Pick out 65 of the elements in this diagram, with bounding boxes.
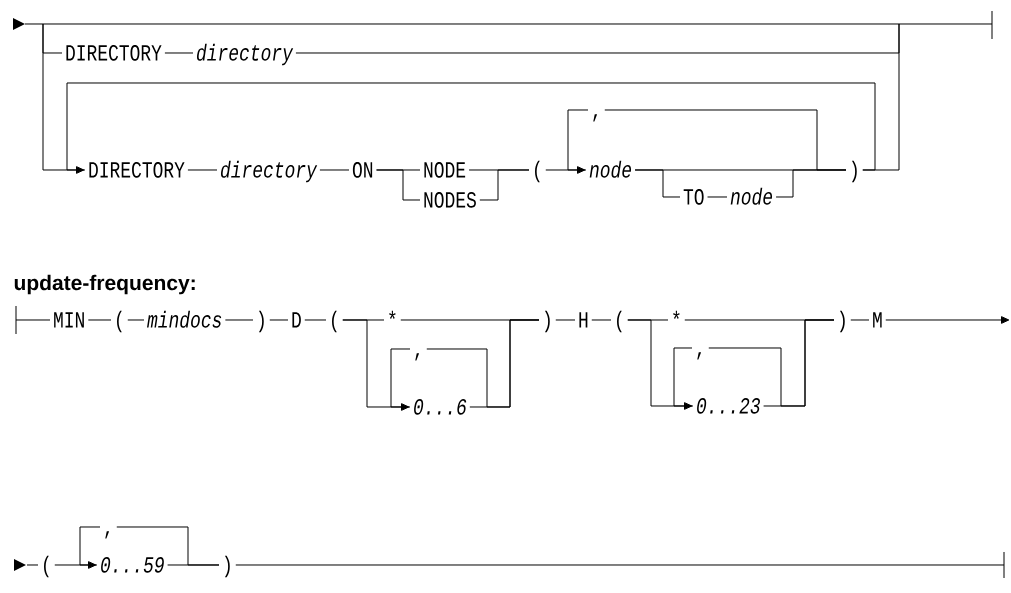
variable: node: [589, 160, 632, 178]
symbol: *: [673, 310, 680, 319]
symbol: (: [44, 555, 49, 578]
keyword: NODE: [424, 162, 466, 178]
symbol: *: [389, 310, 396, 319]
variable: directory: [221, 160, 318, 183]
variable: directory: [197, 43, 294, 66]
track-line: [376, 169, 421, 201]
track-line: [342, 319, 411, 408]
variable: 0...6: [414, 399, 467, 415]
symbol: ): [851, 160, 857, 183]
repeat-arrow: [79, 526, 101, 569]
symbol: (: [117, 310, 122, 333]
track-line: [187, 169, 218, 171]
track-line: [479, 169, 530, 201]
track-line: [604, 109, 847, 171]
symbol: ,: [697, 352, 702, 360]
track-line: [708, 319, 835, 407]
repeat-arrow: [567, 109, 589, 174]
repeat-arrow: [390, 348, 411, 411]
keyword: TO: [683, 189, 704, 205]
symbol: (: [332, 310, 337, 333]
keyword: MIN: [54, 312, 84, 328]
symbol: ,: [105, 531, 110, 539]
variable: 0...23: [697, 398, 760, 414]
symbol: ): [258, 310, 264, 333]
variable: 0...59: [101, 557, 164, 573]
symbol: ,: [593, 114, 598, 122]
symbol: ): [839, 310, 845, 333]
keyword: NODES: [424, 192, 476, 208]
track-line: [87, 319, 112, 321]
repeat-arrow: [673, 347, 693, 410]
track-line: [42, 23, 86, 171]
track-line: [127, 319, 145, 321]
track-line: [167, 564, 220, 566]
track-line: [304, 319, 327, 321]
track-line: [319, 169, 350, 171]
repeat-arrow: [66, 82, 876, 174]
keyword: D: [292, 312, 301, 328]
track-line: [269, 319, 289, 321]
track-line: [627, 319, 694, 407]
continuation-arrow: [885, 316, 1010, 324]
keyword: DIRECTORY: [66, 45, 162, 61]
track-line: [850, 319, 870, 321]
section-heading: update-frequency:: [14, 274, 195, 295]
track-line: [426, 319, 540, 408]
keyword: ON: [352, 162, 373, 178]
keyword: H: [579, 312, 588, 328]
track-line: [54, 564, 98, 566]
track-line: [555, 319, 576, 321]
track-line: [862, 23, 900, 171]
symbol: ): [544, 310, 550, 333]
track-line: [224, 319, 254, 321]
keyword: DIRECTORY: [89, 162, 185, 178]
symbol: (: [535, 160, 540, 183]
variable: node: [730, 187, 773, 205]
track-line: [545, 169, 587, 171]
symbol: (: [617, 310, 622, 333]
track-line: [164, 52, 194, 54]
track-line: [591, 319, 612, 321]
variable: mindocs: [147, 310, 222, 328]
symbol: ): [224, 555, 230, 578]
track-line: [707, 196, 728, 198]
symbol: ,: [415, 353, 420, 361]
keyword: M: [873, 312, 882, 328]
